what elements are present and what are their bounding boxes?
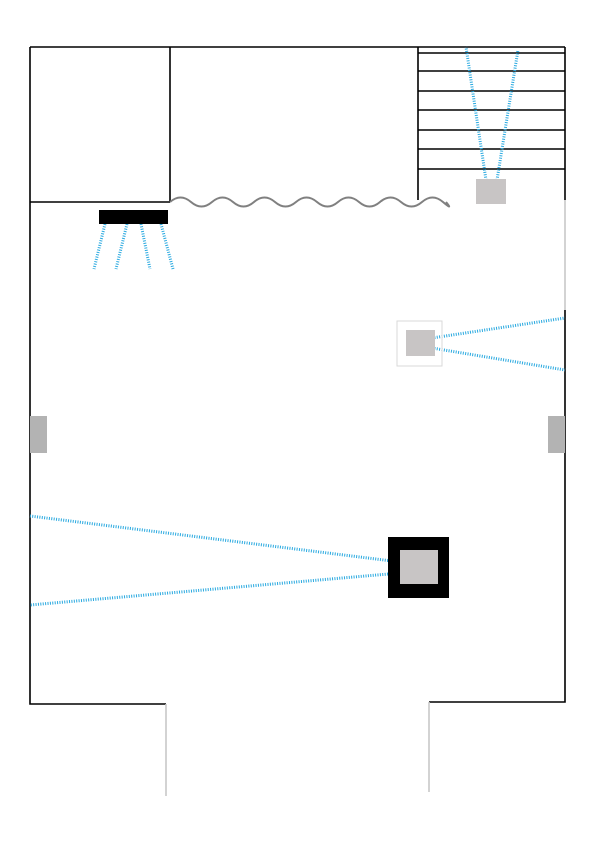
fixture-outline (396, 320, 443, 367)
fixture-square-icon (406, 330, 435, 356)
fixture-square-icon (476, 179, 506, 204)
wall-pad-right (548, 416, 565, 453)
beam-dotted-line-icon (159, 223, 175, 270)
beam-dotted-line-icon (431, 346, 566, 372)
walls (29, 46, 566, 796)
beam-dotted-line-icon (92, 223, 107, 270)
curtain-wave-icon (169, 196, 451, 208)
beam-dotted-line-icon (464, 46, 488, 181)
beam-dotted-line-icon (29, 571, 401, 607)
outer-wall-right-bottom (429, 310, 566, 703)
light-bar-icon (99, 210, 168, 224)
stairs-icon (418, 52, 565, 170)
beam-dotted-line-icon (29, 514, 401, 564)
beams (29, 46, 566, 607)
beam-dotted-line-icon (431, 316, 566, 340)
outer-wall-left (29, 47, 166, 705)
beam-dotted-line-icon (114, 223, 129, 270)
fixture-square-icon (400, 550, 438, 584)
room-top-left (30, 47, 171, 203)
beam-dotted-line-icon (139, 223, 152, 270)
room-top-center (169, 47, 451, 208)
wall-pad-left (30, 416, 47, 453)
beam-dotted-line-icon (495, 49, 520, 181)
